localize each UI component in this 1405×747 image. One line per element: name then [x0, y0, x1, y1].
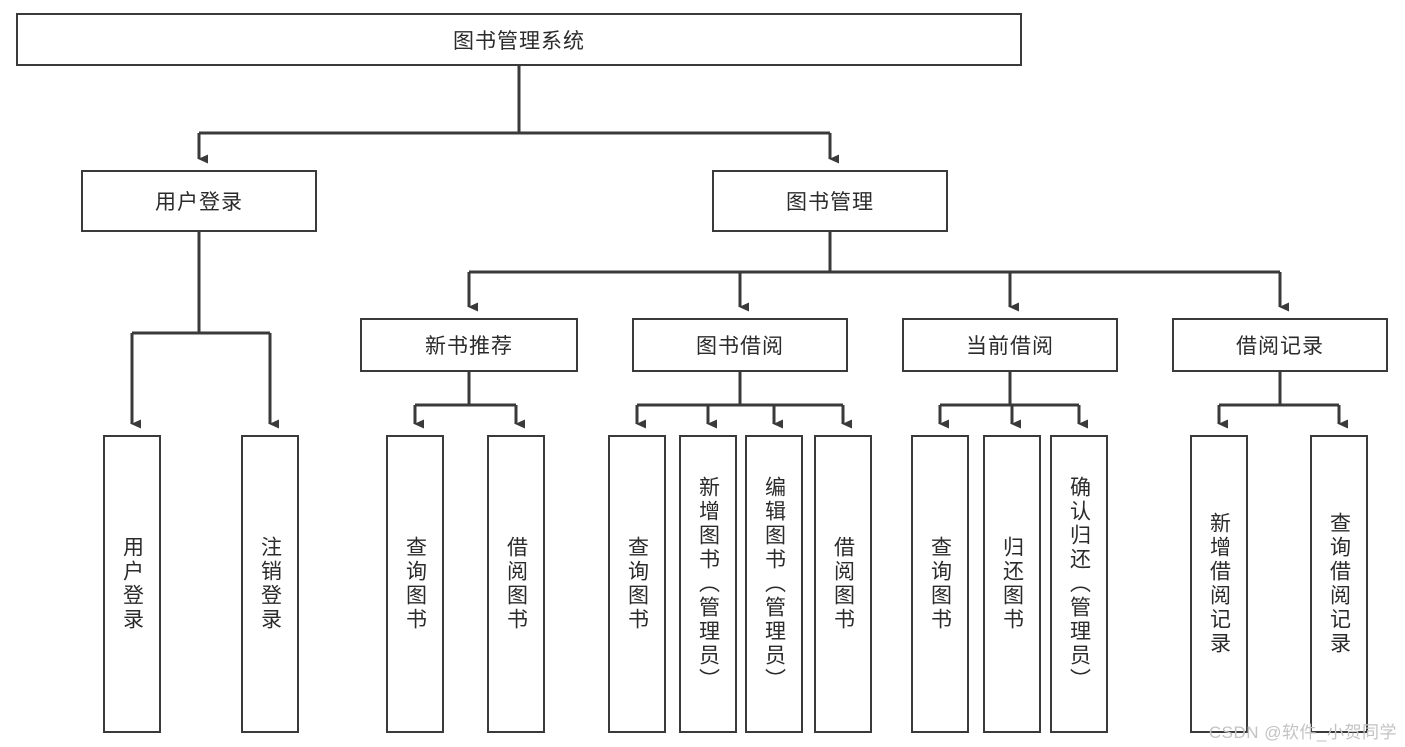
node-label: 用户登录 [120, 536, 144, 632]
node-label: 归还图书 [1000, 536, 1024, 632]
node-label: 查询图书 [625, 536, 649, 632]
node-leaf-leaf-query-book-2[interactable]: 查询图书 [608, 435, 666, 733]
node-leaf-leaf-add-book[interactable]: 新增图书（管理员） [679, 435, 737, 733]
node-label: 编辑图书（管理员） [762, 476, 786, 692]
node-label: 注销登录 [258, 536, 282, 632]
node-label: 图书借阅 [696, 335, 784, 358]
node-level2-book-manage[interactable]: 图书管理 [712, 170, 948, 232]
node-label: 借阅图书 [831, 536, 855, 632]
node-label: 图书管理 [786, 191, 874, 214]
node-leaf-leaf-borrow-book-2[interactable]: 借阅图书 [814, 435, 872, 733]
node-leaf-leaf-user-logout[interactable]: 注销登录 [241, 435, 299, 733]
node-level3-new-book-recommend[interactable]: 新书推荐 [360, 318, 578, 372]
node-level3-book-borrow[interactable]: 图书借阅 [632, 318, 848, 372]
node-label: 新增借阅记录 [1207, 512, 1231, 656]
node-leaf-leaf-user-login[interactable]: 用户登录 [103, 435, 161, 733]
node-leaf-leaf-query-book-3[interactable]: 查询图书 [911, 435, 969, 733]
node-label: 借阅图书 [504, 536, 528, 632]
node-label: 新书推荐 [425, 335, 513, 358]
node-root-root[interactable]: 图书管理系统 [16, 13, 1022, 66]
node-leaf-leaf-borrow-book-1[interactable]: 借阅图书 [487, 435, 545, 733]
node-label: 借阅记录 [1236, 335, 1324, 358]
node-label: 图书管理系统 [453, 29, 585, 53]
node-leaf-leaf-query-book-1[interactable]: 查询图书 [386, 435, 444, 733]
node-label: 查询图书 [928, 536, 952, 632]
node-leaf-leaf-confirm-return[interactable]: 确认归还（管理员） [1050, 435, 1108, 733]
node-level3-borrow-record[interactable]: 借阅记录 [1172, 318, 1388, 372]
node-level2-user-login[interactable]: 用户登录 [81, 170, 317, 232]
node-label: 当前借阅 [966, 335, 1054, 358]
node-leaf-leaf-edit-book[interactable]: 编辑图书（管理员） [745, 435, 803, 733]
node-label: 新增图书（管理员） [696, 476, 720, 692]
node-level3-current-borrow[interactable]: 当前借阅 [902, 318, 1118, 372]
node-label: 查询图书 [403, 536, 427, 632]
node-leaf-leaf-return-book[interactable]: 归还图书 [983, 435, 1041, 733]
node-label: 查询借阅记录 [1327, 512, 1351, 656]
node-label: 用户登录 [155, 191, 243, 214]
node-leaf-leaf-add-record[interactable]: 新增借阅记录 [1190, 435, 1248, 733]
node-label: 确认归还（管理员） [1067, 476, 1091, 692]
node-leaf-leaf-query-record[interactable]: 查询借阅记录 [1310, 435, 1368, 733]
